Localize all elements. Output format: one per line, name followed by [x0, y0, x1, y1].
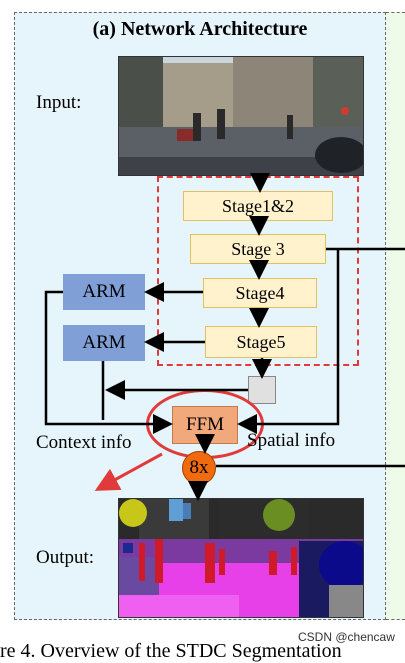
upsample-8x-node: 8x	[182, 451, 216, 485]
output-segmentation-image	[118, 498, 364, 618]
stage-5-block: Stage5	[205, 326, 317, 358]
arm-block-top: ARM	[63, 274, 145, 310]
arm-block-bottom: ARM	[63, 325, 145, 361]
output-label: Output:	[36, 547, 95, 568]
adjacent-panel-edge	[386, 12, 405, 620]
spatial-info-label: Spatial info	[247, 430, 336, 451]
context-info-label: Context info	[36, 432, 132, 453]
watermark: CSDN @chencaw	[298, 630, 395, 644]
input-label: Input:	[36, 92, 82, 113]
input-street-image	[118, 56, 364, 176]
stage-4-block: Stage4	[203, 278, 317, 308]
diagram-title: (a) Network Architecture	[92, 18, 308, 40]
